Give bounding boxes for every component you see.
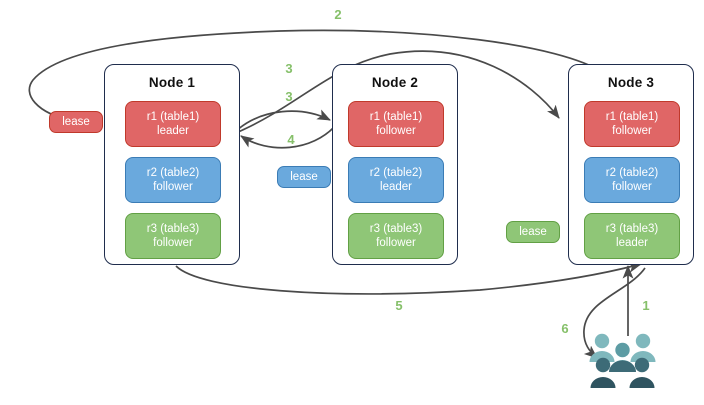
arrow-step-5 (175, 262, 642, 295)
replica-name: r3 (table3) (605, 223, 659, 235)
replica-role: leader (616, 237, 648, 249)
replica-name: r2 (table2) (605, 167, 659, 179)
replica-role: follower (612, 181, 652, 193)
replica-name: r2 (table2) (146, 167, 200, 179)
replica-name: r2 (table2) (369, 167, 423, 179)
node-title: Node 2 (371, 75, 419, 90)
node-title: Node 1 (148, 75, 196, 90)
replica-name: r3 (table3) (146, 223, 200, 235)
lease-badge-red[interactable]: lease (49, 111, 103, 133)
replica-name: r1 (table1) (369, 111, 423, 123)
replica-r2-node1[interactable]: r2 (table2) follower (125, 157, 221, 203)
step-label-3-far: 3 (285, 61, 293, 76)
replica-role: leader (380, 181, 412, 193)
replica-name: r1 (table1) (146, 111, 200, 123)
replica-role: follower (376, 237, 416, 249)
lease-label: lease (62, 116, 90, 128)
replica-r2-node2[interactable]: r2 (table2) leader (348, 157, 444, 203)
node-box-2[interactable]: Node 2 r1 (table1) follower r2 (table2) … (332, 64, 458, 265)
people-front-centre (609, 360, 636, 372)
people-front-row (595, 357, 650, 373)
step-label-4: 4 (287, 132, 295, 147)
replica-r1-node1[interactable]: r1 (table1) leader (125, 101, 221, 147)
step-label-5: 5 (395, 298, 403, 313)
lease-badge-blue[interactable]: lease (277, 166, 331, 188)
node-box-1[interactable]: Node 1 r1 (table1) leader r2 (table2) fo… (104, 64, 240, 265)
lease-badge-green[interactable]: lease (506, 221, 560, 243)
replica-name: r1 (table1) (605, 111, 659, 123)
replica-role: follower (153, 181, 193, 193)
replica-r1-node3[interactable]: r1 (table1) follower (584, 101, 680, 147)
arrow-step-3-near (235, 109, 331, 132)
lease-label: lease (519, 226, 547, 238)
people-group-icon (589, 333, 656, 388)
step-label-2: 2 (334, 7, 342, 22)
replica-r2-node3[interactable]: r2 (table2) follower (584, 157, 680, 203)
replica-name: r3 (table3) (369, 223, 423, 235)
replica-r3-node1[interactable]: r3 (table3) follower (125, 213, 221, 259)
replica-role: follower (376, 125, 416, 137)
step-label-6: 6 (561, 321, 569, 336)
replica-r1-node2[interactable]: r1 (table1) follower (348, 101, 444, 147)
replica-role: follower (153, 237, 193, 249)
step-label-1: 1 (642, 298, 650, 313)
replica-r3-node3[interactable]: r3 (table3) leader (584, 213, 680, 259)
lease-label: lease (290, 171, 318, 183)
node-box-3[interactable]: Node 3 r1 (table1) follower r2 (table2) … (568, 64, 694, 265)
replica-role: follower (612, 125, 652, 137)
replica-role: leader (157, 125, 189, 137)
node-title: Node 3 (607, 75, 655, 90)
people-back-row (589, 333, 656, 362)
step-label-3-near: 3 (285, 89, 293, 104)
replica-r3-node2[interactable]: r3 (table3) follower (348, 213, 444, 259)
people-front-bodies (590, 377, 655, 388)
